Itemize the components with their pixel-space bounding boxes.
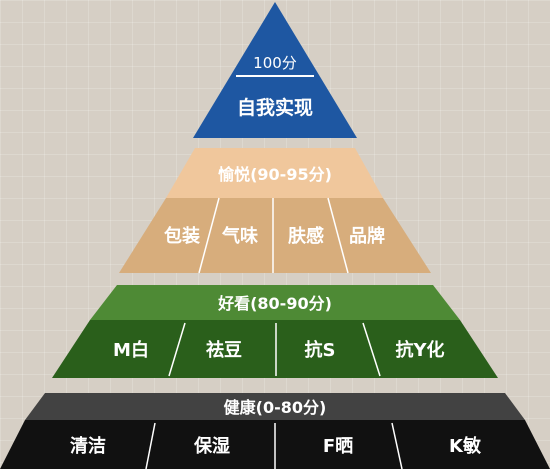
health-item-cleansing: 清洁 — [70, 435, 106, 457]
appearance-item-anti-aging: 抗Y化 — [395, 339, 444, 361]
pleasure-item-brand: 品牌 — [349, 225, 385, 247]
t3-divider-3 — [362, 322, 381, 377]
tier-health-band — [25, 393, 525, 420]
tier-appearance-band — [90, 285, 460, 320]
tier-pleasure-label: 愉悦(90-95分) — [217, 165, 332, 184]
tier-appearance-row — [52, 320, 498, 378]
appearance-item-anti-s: 抗S — [305, 339, 336, 361]
tier-pleasure-row — [119, 198, 431, 273]
health-item-sunscreen: F晒 — [323, 436, 353, 457]
t2-divider-1 — [198, 197, 220, 274]
pleasure-item-packaging: 包装 — [164, 225, 200, 247]
pleasure-item-scent: 气味 — [221, 225, 258, 247]
pleasure-item-skin-feel: 肤感 — [288, 225, 324, 247]
health-item-anti-sensitive: K敏 — [449, 435, 482, 457]
appearance-item-whitening: M白 — [113, 339, 149, 361]
tier-appearance-label: 好看(80-90分) — [217, 294, 332, 313]
t4-divider-1 — [145, 422, 156, 469]
tier-pleasure-band — [166, 148, 383, 198]
t3-divider-1 — [168, 322, 186, 377]
appearance-item-acne: 祛豆 — [206, 339, 242, 361]
health-item-moisturizing: 保湿 — [193, 435, 230, 457]
tier-self-actualization-shape — [193, 2, 357, 138]
top-score-label: 100分 — [253, 54, 297, 72]
t4-divider-3 — [391, 422, 403, 469]
t2-divider-3 — [327, 197, 349, 274]
tier-health-label: 健康(0-80分) — [224, 398, 327, 417]
top-main-label: 自我实现 — [237, 96, 313, 119]
